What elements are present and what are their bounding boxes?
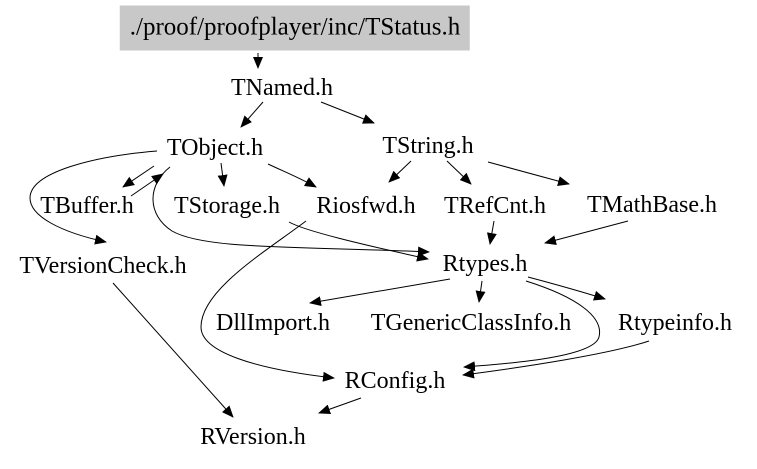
graph-node-tstatus[interactable]: ./proof/proofplayer/inc/TStatus.h — [119, 5, 471, 51]
edge-rtypeinfo-to-rconfig — [462, 340, 650, 379]
graph-node-rtypes[interactable]: Rtypes.h — [442, 251, 528, 277]
edge-tnamed-to-tstring — [320, 101, 375, 124]
edge-tobject-to-tbuffer — [122, 165, 155, 188]
edge-rtypes-to-dllimport — [309, 278, 451, 307]
graph-node-tbuffer[interactable]: TBuffer.h — [40, 193, 134, 219]
graph-node-trefcnt[interactable]: TRefCnt.h — [444, 193, 546, 219]
edge-rconfig-to-rversion — [318, 397, 362, 415]
graph-node-tversioncheck[interactable]: TVersionCheck.h — [19, 253, 187, 279]
edge-tstring-to-tmathbase — [487, 161, 570, 186]
graph-node-tobject[interactable]: TObject.h — [166, 135, 264, 161]
graph-node-rconfig[interactable]: RConfig.h — [344, 368, 446, 394]
edge-tversioncheck-to-rversion — [112, 282, 234, 418]
graph-node-tstring[interactable]: TString.h — [382, 133, 474, 159]
graph-node-riosfwd[interactable]: Riosfwd.h — [316, 193, 416, 219]
edge-tnamed-to-tobject — [240, 101, 264, 128]
edge-tobject-to-riosfwd — [267, 163, 317, 188]
graph-node-tgenericclassinfo[interactable]: TGenericClassInfo.h — [370, 310, 572, 336]
graph-node-rversion[interactable]: RVersion.h — [200, 424, 306, 450]
edge-rtypes-to-tgenericclassinfo — [475, 280, 486, 303]
graph-node-tmathbase[interactable]: TMathBase.h — [587, 192, 717, 218]
edge-rtypes-to-rtypeinfo — [527, 276, 606, 301]
edge-tobject-to-tversioncheck — [29, 150, 158, 245]
edge-tstring-to-riosfwd — [388, 160, 412, 183]
edge-tstring-to-trefcnt — [446, 160, 472, 185]
graph-node-rtypeinfo[interactable]: Rtypeinfo.h — [618, 310, 732, 336]
edge-tobject-to-tstorage — [217, 162, 228, 187]
graph-node-tnamed[interactable]: TNamed.h — [231, 75, 333, 101]
edge-tobject-to-rtypes — [152, 166, 430, 257]
edge-tbuffer-to-tobject — [130, 173, 164, 197]
edge-rtypes-to-rconfig — [463, 280, 601, 372]
edge-riosfwd-to-rconfig — [200, 220, 335, 382]
edge-trefcnt-to-rtypes — [486, 220, 497, 245]
edge-tmathbase-to-rtypes — [544, 220, 629, 246]
graph-node-dllimport[interactable]: DllImport.h — [216, 310, 330, 336]
graph-node-tstorage[interactable]: TStorage.h — [174, 193, 280, 219]
edge-tstorage-to-rtypes — [288, 221, 429, 262]
